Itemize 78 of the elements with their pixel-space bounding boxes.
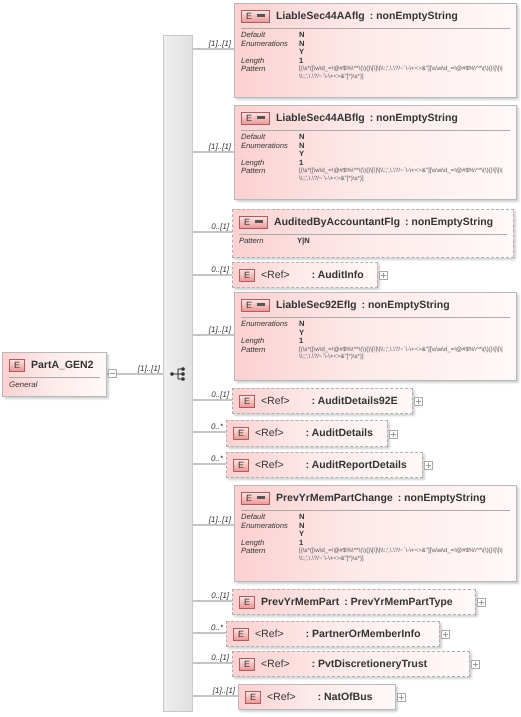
multiplicity-label: 0..* [210,454,224,463]
connector-line [192,632,226,634]
connector-line [192,600,232,602]
sequence-bar [163,35,193,712]
element-box [232,209,514,258]
element-name: <Ref> [255,459,284,471]
element-type: : AuditInfo [312,269,364,281]
connector-line [192,334,234,336]
badge-label: E [246,11,252,21]
element-type: : AuditReportDetails [306,459,407,471]
connector-line [192,48,234,50]
multiplicity-label: [1]..[1] [208,515,232,524]
element-type: : nonEmptyString [362,299,450,311]
element-name: PrevYrMemPartChange [276,492,393,504]
element-name: <Ref> [261,269,290,281]
element-name: LiableSec92Eflg [276,299,357,311]
element-box [234,105,517,200]
element-box [232,262,378,288]
multiplicity-label: 0..[1] [210,265,230,274]
element-box [226,420,388,447]
element-name: LiableSec44AAflg [276,10,365,22]
element-box [234,292,517,381]
element-box [234,3,517,98]
badge-label: E [246,300,252,310]
badge-label: E [14,360,20,370]
element-name: PartA_GEN2 [31,359,94,371]
multiplicity-label: [1]..[1] [208,39,232,48]
badge-label: E [238,428,244,438]
element-type: : nonEmptyString [370,112,458,124]
element-type: : nonEmptyString [405,216,494,228]
element-type: : PvtDiscretioneryTrust [312,658,428,670]
connector-line [192,274,232,276]
element-name: <Ref> [255,427,284,439]
multiplicity-label: [1]..[1] [208,142,232,151]
multiplicity-label: 0..[1] [210,653,230,662]
multiplicity-label: [1]..[1] [136,364,161,373]
badge-label: E [244,597,250,607]
element-name: <Ref> [255,628,284,640]
element-name: PrevYrMemPart [261,596,340,608]
element-name: AuditedByAccountantFlg [274,216,400,228]
element-type: : PrevYrMemPartType [344,596,453,608]
badge-label: E [250,692,256,702]
badge-label: E [246,493,252,503]
element-type: : nonEmptyString [398,492,486,504]
element-box [234,485,517,582]
badge-label: E [244,396,250,406]
multiplicity-label: 0..* [210,623,224,632]
multiplicity-label: 0..[1] [210,222,230,231]
element-name: <Ref> [261,395,290,407]
element-type: : PartnerOrMemberInfo [306,628,421,640]
multiplicity-label: 0..[1] [210,390,230,399]
element-box [232,651,470,677]
element-box [232,388,413,414]
badge-label: E [244,270,250,280]
multiplicity-label: 0..[1] [210,591,230,600]
element-box [2,352,107,397]
connector-line [192,524,234,526]
badge-label: E [246,113,252,123]
badge-label: E [244,659,250,669]
element-box [238,684,396,710]
element-type: : NatOfBus [318,691,372,703]
element-box [226,621,440,647]
element-name: <Ref> [267,691,296,703]
annotation-text: General [9,380,38,389]
element-box [232,589,476,615]
badge-label: E [244,217,250,227]
badge-label: E [238,629,244,639]
element-box [226,452,423,478]
multiplicity-label: [1]..[1] [212,686,236,695]
element-name: LiableSec44ABflg [276,112,365,124]
multiplicity-label: 0..* [210,422,224,431]
multiplicity-label: [1]..[1] [208,325,232,334]
element-type: : nonEmptyString [370,10,458,22]
connector-line [192,662,232,664]
element-name: <Ref> [261,658,290,670]
badge-label: E [238,460,244,470]
element-type: : AuditDetails [306,427,373,439]
element-type: : AuditDetails92E [312,395,398,407]
